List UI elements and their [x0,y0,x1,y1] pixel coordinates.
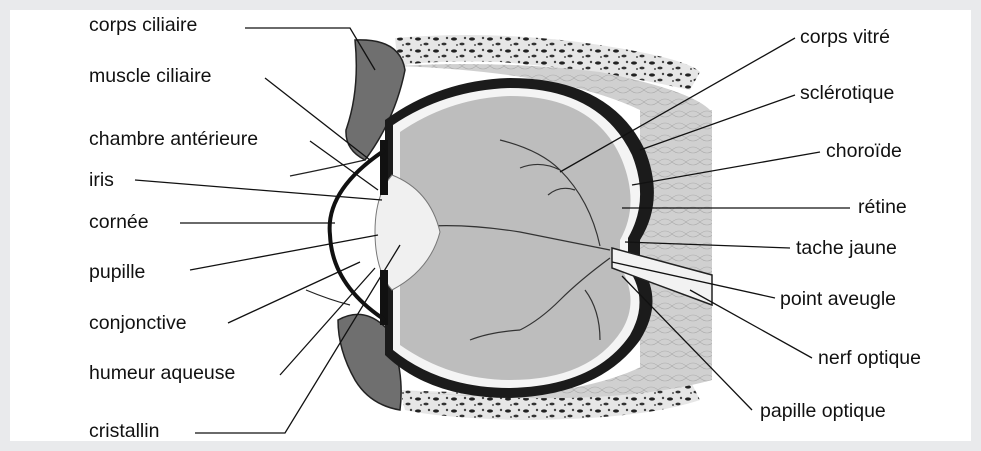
label-tache-jaune: tache jaune [796,237,897,259]
label-choroide: choroïde [826,140,902,162]
label-corps-vitre: corps vitré [800,26,890,48]
eye-anatomy-diagram: corps ciliaire muscle ciliaire chambre a… [10,10,971,441]
label-conjonctive: conjonctive [89,312,187,334]
label-retine: rétine [858,196,907,218]
label-pupille: pupille [89,261,145,283]
label-sclerotique: sclérotique [800,82,894,104]
label-chambre-anterieure: chambre antérieure [89,128,258,150]
iris-top [380,140,388,195]
label-papille-optique: papille optique [760,400,886,422]
label-nerf-optique: nerf optique [818,347,921,369]
label-cornee: cornée [89,211,149,233]
diagram-panel: corps ciliaire muscle ciliaire chambre a… [10,10,971,441]
label-iris: iris [89,169,114,191]
label-corps-ciliaire: corps ciliaire [89,14,197,36]
label-point-aveugle: point aveugle [780,288,896,310]
leader-conjonctive [228,262,360,323]
label-cristallin: cristallin [89,420,159,441]
label-muscle-ciliaire: muscle ciliaire [89,65,211,87]
label-humeur-aqueuse: humeur aqueuse [89,362,235,384]
leader-pupille [190,235,378,270]
